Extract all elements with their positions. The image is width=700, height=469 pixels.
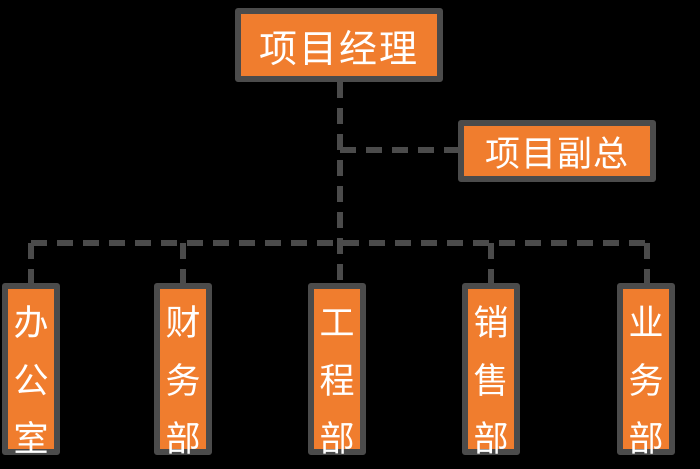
department-box-finance: 财务部 — [154, 283, 212, 460]
department-label-char: 部 — [473, 420, 509, 460]
department-label: 办公室 — [13, 295, 48, 469]
department-label-char: 室 — [13, 420, 49, 460]
department-label: 工程部 — [319, 295, 354, 469]
department-label-char: 业 — [628, 304, 664, 344]
department-label-char: 公 — [13, 362, 49, 402]
department-label: 业务部 — [628, 295, 663, 469]
manager-box: 项目经理 — [235, 8, 443, 82]
department-label-char: 售 — [473, 362, 509, 402]
deputy-box: 项目副总 — [458, 120, 656, 182]
department-label-char: 务 — [628, 362, 664, 402]
department-box-engineering: 工程部 — [308, 283, 366, 460]
department-box-office: 办公室 — [2, 283, 60, 460]
department-label-char: 部 — [165, 420, 201, 460]
department-label-char: 部 — [319, 420, 355, 460]
department-label: 财务部 — [165, 295, 200, 469]
department-label-char: 程 — [319, 362, 355, 402]
department-label-char: 部 — [628, 420, 664, 460]
department-label-char: 销 — [473, 304, 509, 344]
department-label-char: 办 — [13, 304, 49, 344]
department-label-char: 务 — [165, 362, 201, 402]
manager-label: 项目经理 — [258, 26, 419, 71]
department-label: 销售部 — [473, 295, 508, 469]
department-box-business: 业务部 — [617, 283, 675, 460]
department-label-char: 工 — [319, 304, 355, 344]
department-label-char: 财 — [165, 304, 201, 344]
department-box-sales: 销售部 — [462, 283, 520, 460]
deputy-label: 项目副总 — [484, 134, 629, 175]
